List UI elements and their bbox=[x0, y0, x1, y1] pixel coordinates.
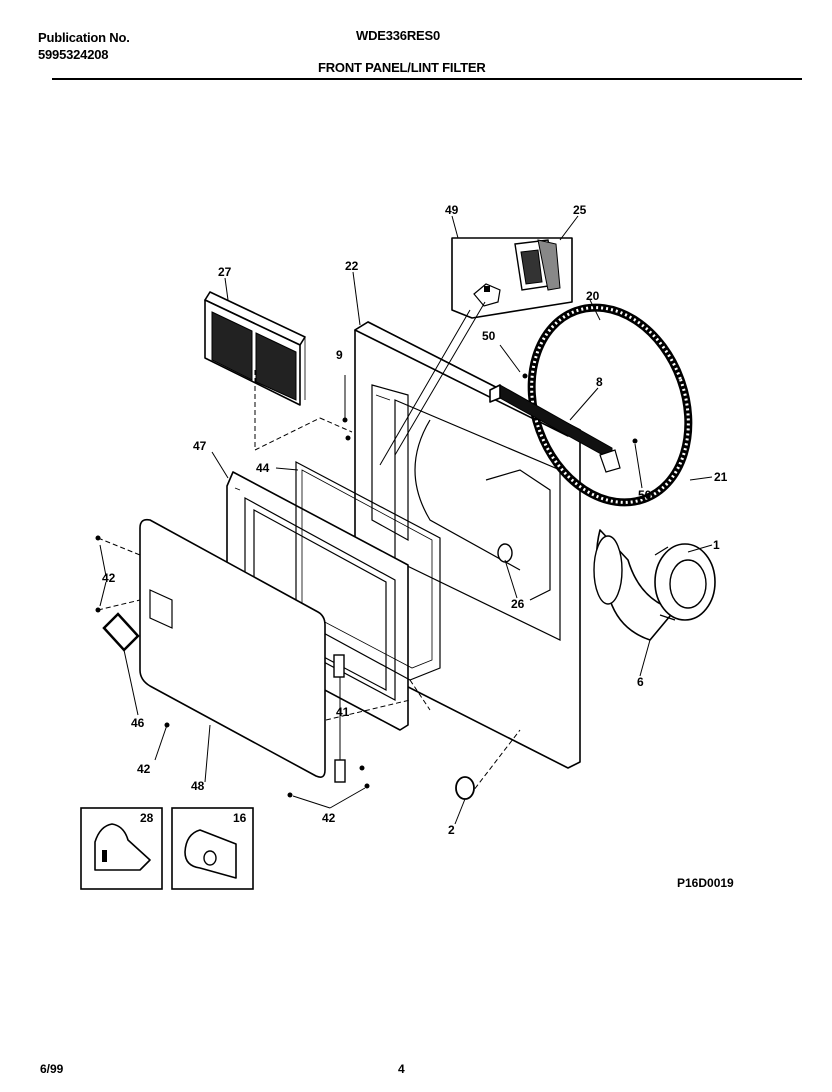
door-gasket-44 bbox=[295, 461, 441, 681]
label-20: 20 bbox=[586, 289, 600, 303]
outer-door-48 bbox=[139, 518, 326, 778]
diagram-code: P16D0019 bbox=[677, 876, 734, 890]
door-catch-46 bbox=[102, 612, 140, 716]
label-21: 21 bbox=[714, 470, 728, 484]
label-47: 47 bbox=[193, 439, 207, 453]
publication-label: Publication No. bbox=[38, 30, 130, 45]
label-16: 16 bbox=[233, 811, 247, 825]
footer-page: 4 bbox=[398, 1062, 405, 1076]
duct-6 bbox=[593, 529, 676, 641]
label-42-bottom: 42 bbox=[137, 762, 151, 776]
inset-box-49-25 bbox=[451, 237, 573, 319]
label-50-right: 50 bbox=[638, 488, 652, 502]
label-8-top: 8 bbox=[596, 375, 603, 389]
label-26: 26 bbox=[511, 597, 525, 611]
label-28: 28 bbox=[140, 811, 154, 825]
screw-9 bbox=[342, 375, 351, 441]
label-49: 49 bbox=[445, 203, 459, 217]
switch-26 bbox=[497, 543, 518, 599]
label-6: 6 bbox=[637, 675, 644, 689]
label-50-top: 50 bbox=[482, 329, 496, 343]
label-44: 44 bbox=[256, 461, 270, 475]
label-22: 22 bbox=[345, 259, 359, 273]
label-27: 27 bbox=[218, 265, 232, 279]
part-labels: 49 25 27 22 20 9 50 8 47 44 50 21 1 42 2… bbox=[102, 203, 734, 890]
footer-date: 6/99 bbox=[40, 1062, 64, 1076]
header-rule bbox=[52, 78, 802, 80]
section-title: FRONT PANEL/LINT FILTER bbox=[318, 60, 486, 75]
label-46: 46 bbox=[131, 716, 145, 730]
ring-1 bbox=[654, 543, 716, 621]
model-number: WDE336RES0 bbox=[356, 28, 440, 43]
leader-lines bbox=[99, 215, 713, 809]
label-9: 9 bbox=[336, 348, 343, 362]
publication-number: 5995324208 bbox=[38, 47, 109, 62]
hinge-41 bbox=[333, 654, 346, 783]
label-42-right: 42 bbox=[322, 811, 336, 825]
lint-screen-8 bbox=[489, 384, 621, 473]
blower-seal-20-21 bbox=[527, 303, 693, 507]
label-1: 1 bbox=[713, 538, 720, 552]
detail-box-16 bbox=[171, 807, 254, 890]
detail-box-28 bbox=[80, 807, 163, 890]
label-2: 2 bbox=[448, 823, 455, 837]
label-41: 41 bbox=[336, 705, 350, 719]
label-42-left: 42 bbox=[102, 571, 116, 585]
label-25: 25 bbox=[573, 203, 587, 217]
label-48: 48 bbox=[191, 779, 205, 793]
foot-2 bbox=[454, 776, 475, 825]
lint-filter-grille-27 bbox=[204, 291, 306, 406]
